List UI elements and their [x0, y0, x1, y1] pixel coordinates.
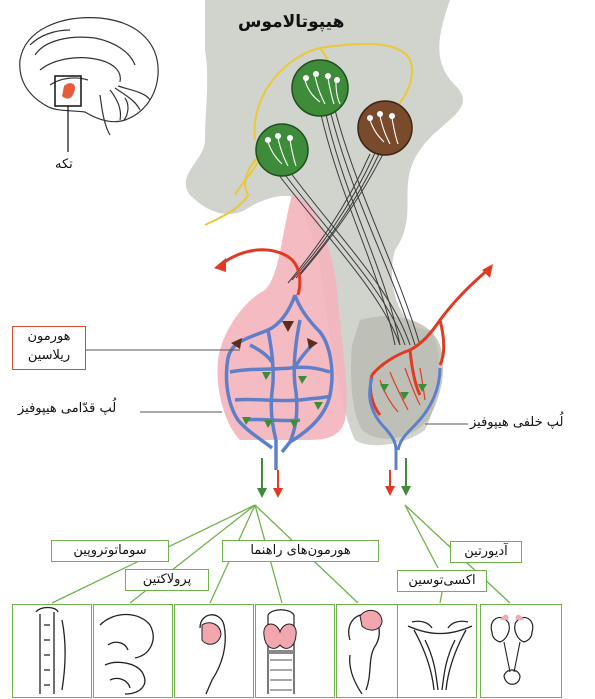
- arrow-artery-in-right: [482, 264, 493, 278]
- organ-uterus: [408, 621, 472, 690]
- anterior-out-red-head: [273, 488, 283, 498]
- organ-thyroid: [264, 610, 296, 694]
- anterior-pituitary-label: لُپ قدّامی هیپوفیز: [18, 402, 116, 415]
- oxytocin-box: اکسی‌توسین: [397, 570, 487, 592]
- somatotropin-box: سوماتوتروپین: [51, 540, 169, 562]
- neuron-cluster-top: [292, 60, 348, 116]
- organ-adrenal: [200, 615, 225, 694]
- anterior-out-green-head: [257, 488, 267, 498]
- adiuretin-box: آدیورتین: [450, 541, 522, 563]
- brain-section-label: تکه: [55, 158, 73, 171]
- hypothalamus-label: هیپوتالاموس: [238, 14, 344, 31]
- organ-kidneys: [491, 615, 533, 685]
- posterior-pituitary-label: لُپ خلفی هیپوفیز: [470, 416, 563, 429]
- guide-hormones-box: هورمون‌های راهنما: [222, 540, 379, 562]
- prolactin-box: پرولاکتین: [125, 569, 209, 591]
- arrow-artery-in-left: [214, 258, 226, 272]
- brain-highlight: [62, 83, 75, 99]
- brain-inset: [20, 18, 158, 135]
- neuron-cluster-right: [358, 101, 412, 155]
- organ-kidney-gland: [349, 610, 382, 694]
- posterior-out-green-head: [401, 486, 411, 496]
- organ-bone: [36, 608, 65, 695]
- posterior-out-red-head: [385, 486, 395, 496]
- releasing-hormone-line2: ریلاسین: [13, 346, 85, 365]
- organ-breast: [100, 614, 153, 694]
- neuron-cluster-left: [256, 124, 308, 176]
- releasing-hormone-line1: هورمون: [13, 327, 85, 346]
- releasing-hormone-box: هورمون ریلاسین: [12, 326, 86, 370]
